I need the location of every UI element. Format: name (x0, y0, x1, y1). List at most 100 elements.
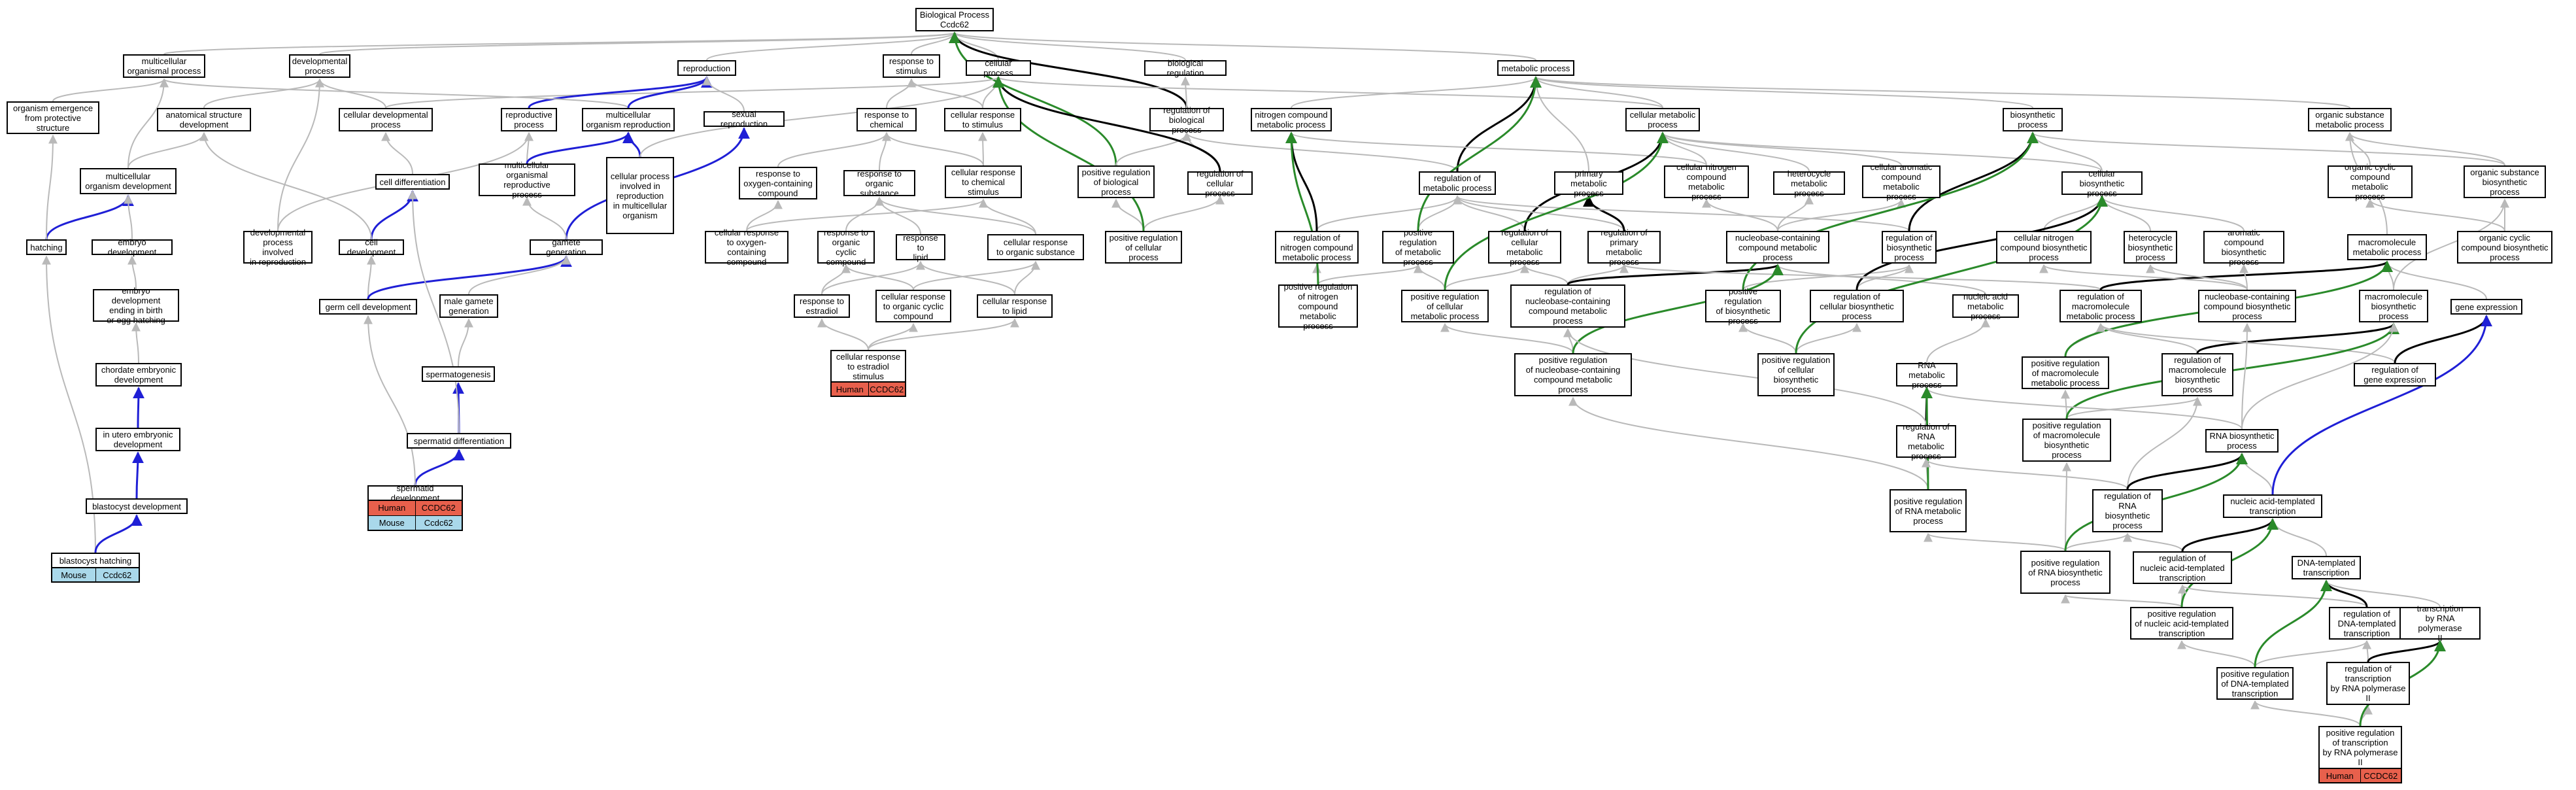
go-term-node[interactable]: response to organic cyclic compound (817, 228, 875, 267)
go-term-node[interactable]: positive regulation of nucleic acid-temp… (2130, 607, 2233, 640)
go-term-node[interactable]: organic substance metabolic process (2308, 108, 2392, 131)
go-term-node[interactable]: spermatogenesis (422, 366, 495, 382)
go-term-node[interactable]: nucleic acid-templated transcription (2223, 494, 2322, 518)
go-term-node[interactable]: cellular response to oxygen-containing c… (705, 228, 788, 267)
go-term-node[interactable]: multicellular organismal reproductive pr… (479, 160, 575, 199)
go-term-node[interactable]: developmental process (289, 54, 350, 78)
go-term-node[interactable]: regulation of nucleic acid-templated tra… (2133, 551, 2232, 584)
go-term-node[interactable]: cellular aromatic compound metabolic pro… (1862, 162, 1940, 201)
go-term-node[interactable]: regulation of gene expression (2354, 363, 2436, 386)
go-term-node[interactable]: organic cyclic compound biosynthetic pro… (2457, 231, 2552, 264)
go-term-node[interactable]: positive regulation of biological proces… (1077, 165, 1155, 198)
go-term-node[interactable]: response to estradiol (794, 294, 850, 318)
go-term-node[interactable]: regulation of macromolecule biosynthetic… (2161, 353, 2233, 396)
go-term-node[interactable]: positive regulation of macromolecule bio… (2022, 419, 2111, 462)
go-term-node[interactable]: regulation of transcription by RNA polym… (2326, 662, 2410, 705)
go-term-node[interactable]: developmental process involved in reprod… (243, 228, 313, 267)
go-term-node[interactable]: blastocyst hatching (51, 553, 140, 568)
go-term-node[interactable]: positive regulation of nitrogen compound… (1278, 282, 1358, 331)
go-term-node[interactable]: cell development (339, 237, 404, 257)
go-term-node[interactable]: regulation of nitrogen compound metaboli… (1275, 231, 1359, 264)
go-term-node[interactable]: gamete generation (530, 237, 603, 257)
go-term-node[interactable]: cellular metabolic process (1625, 108, 1700, 131)
go-term-node[interactable]: positive regulation of DNA-templated tra… (2216, 667, 2294, 700)
go-term-node[interactable]: nucleic acid metabolic process (1952, 292, 2019, 321)
go-term-node[interactable]: regulation of nucleobase-containing comp… (1510, 284, 1625, 328)
go-term-node[interactable]: cellular response to chemical stimulus (945, 165, 1022, 198)
go-term-node[interactable]: cellular nitrogen compound metabolic pro… (1664, 162, 1749, 201)
go-term-node[interactable]: response to lipid (896, 233, 945, 262)
go-term-node[interactable]: organic cyclic compound metabolic proces… (2328, 162, 2413, 201)
go-term-node[interactable]: cellular response to estradiol stimulus (830, 350, 906, 383)
go-term-node[interactable]: macromolecule biosynthetic process (2359, 290, 2428, 322)
go-term-node[interactable]: aromatic compound biosynthetic process (2203, 228, 2284, 267)
go-term-node[interactable]: regulation of biological process (1149, 105, 1224, 135)
go-term-node[interactable]: organic substance biosynthetic process (2464, 165, 2546, 198)
go-term-node[interactable]: positive regulation of RNA metabolic pro… (1890, 489, 1967, 532)
go-term-node[interactable]: regulation of RNA metabolic process (1896, 422, 1956, 461)
go-term-node[interactable]: RNA metabolic process (1896, 360, 1957, 390)
go-term-node[interactable]: cellular process involved in reproductio… (606, 157, 674, 234)
go-term-node[interactable]: response to oxygen-containing compound (739, 167, 817, 199)
go-term-node[interactable]: heterocycle metabolic process (1773, 169, 1845, 198)
go-term-node[interactable]: positive regulation of transcription by … (2318, 726, 2402, 769)
go-term-node[interactable]: metabolic process (1497, 60, 1574, 76)
go-term-node[interactable]: reproduction (677, 60, 736, 76)
go-term-node[interactable]: positive regulation of cellular metaboli… (1401, 290, 1489, 322)
go-term-node[interactable]: cellular response to stimulus (944, 108, 1021, 131)
go-term-node[interactable]: response to stimulus (883, 54, 940, 78)
go-term-node[interactable]: macromolecule metabolic process (2347, 234, 2427, 260)
go-term-node[interactable]: primary metabolic process (1554, 169, 1623, 198)
go-term-node[interactable]: heterocycle biosynthetic process (2124, 231, 2177, 264)
go-term-node[interactable]: hatching (26, 239, 67, 255)
go-term-node[interactable]: regulation of DNA-templated transcriptio… (2329, 607, 2405, 640)
go-term-node[interactable]: cellular biosynthetic process (2061, 169, 2143, 198)
go-term-node[interactable]: Biological Process Ccdc62 (915, 8, 994, 31)
go-term-node[interactable]: positive regulation of cellular biosynth… (1757, 353, 1835, 396)
go-term-node[interactable]: multicellular organismal process (123, 54, 205, 78)
go-term-node[interactable]: regulation of macromolecule metabolic pr… (2059, 290, 2142, 322)
go-term-node[interactable]: cellular process (966, 58, 1031, 78)
go-term-node[interactable]: spermatid development (367, 483, 463, 503)
go-term-node[interactable]: reproductive process (501, 108, 557, 131)
go-term-node[interactable]: response to organic substance (843, 169, 915, 198)
go-term-node[interactable]: cellular response to organic substance (987, 234, 1084, 260)
go-term-node[interactable]: RNA biosynthetic process (2205, 429, 2279, 453)
go-term-node[interactable]: regulation of primary metabolic process (1587, 228, 1661, 267)
go-term-node[interactable]: embryo development ending in birth or eg… (93, 286, 179, 325)
go-term-node[interactable]: in utero embryonic development (95, 428, 180, 451)
go-term-node[interactable]: biological regulation (1144, 58, 1227, 78)
go-term-node[interactable]: transcription by RNA polymerase II (2399, 604, 2481, 643)
go-term-node[interactable]: male gamete generation (439, 294, 498, 318)
go-term-node[interactable]: germ cell development (319, 299, 417, 315)
go-term-node[interactable]: multicellular organism reproduction (582, 108, 675, 131)
go-term-node[interactable]: blastocyst development (86, 498, 188, 514)
go-term-node[interactable]: positive regulation of macromolecule met… (2022, 356, 2109, 389)
go-term-node[interactable]: multicellular organism development (80, 168, 177, 194)
go-term-node[interactable]: DNA-templated transcription (2292, 556, 2361, 579)
go-term-node[interactable]: gene expression (2450, 299, 2522, 315)
go-term-node[interactable]: response to chemical (856, 108, 917, 131)
go-term-node[interactable]: regulation of RNA biosynthetic process (2092, 489, 2163, 532)
go-term-node[interactable]: regulation of cellular metabolic process (1488, 228, 1561, 267)
go-term-node[interactable]: cellular nitrogen compound biosynthetic … (1996, 231, 2092, 264)
go-term-node[interactable]: regulation of biosynthetic process (1882, 231, 1937, 264)
go-term-node[interactable]: positive regulation of RNA biosynthetic … (2020, 551, 2110, 594)
go-term-node[interactable]: regulation of cellular biosynthetic proc… (1810, 290, 1904, 322)
go-term-node[interactable]: nucleobase-containing compound biosynthe… (2198, 290, 2296, 322)
go-term-node[interactable]: positive regulation of cellular process (1105, 231, 1182, 264)
go-term-node[interactable]: cellular developmental process (339, 108, 433, 131)
go-term-node[interactable]: embryo development (92, 237, 173, 257)
go-term-node[interactable]: cellular response to lipid (977, 294, 1053, 318)
go-term-node[interactable]: cell differentiation (375, 174, 450, 190)
go-term-node[interactable]: nitrogen compound metabolic process (1251, 108, 1332, 131)
go-term-node[interactable]: regulation of metabolic process (1419, 171, 1496, 195)
go-term-node[interactable]: sexual reproduction (703, 109, 785, 129)
go-term-node[interactable]: positive regulation of biosynthetic proc… (1705, 286, 1781, 326)
go-term-node[interactable]: anatomical structure development (157, 108, 251, 131)
go-term-node[interactable]: nucleobase-containing compound metabolic… (1726, 231, 1829, 264)
go-term-node[interactable]: spermatid differentiation (407, 433, 511, 449)
go-term-node[interactable]: biosynthetic process (2003, 108, 2063, 131)
go-term-node[interactable]: positive regulation of metabolic process (1382, 228, 1454, 267)
go-term-node[interactable]: positive regulation of nucleobase-contai… (1514, 353, 1632, 396)
